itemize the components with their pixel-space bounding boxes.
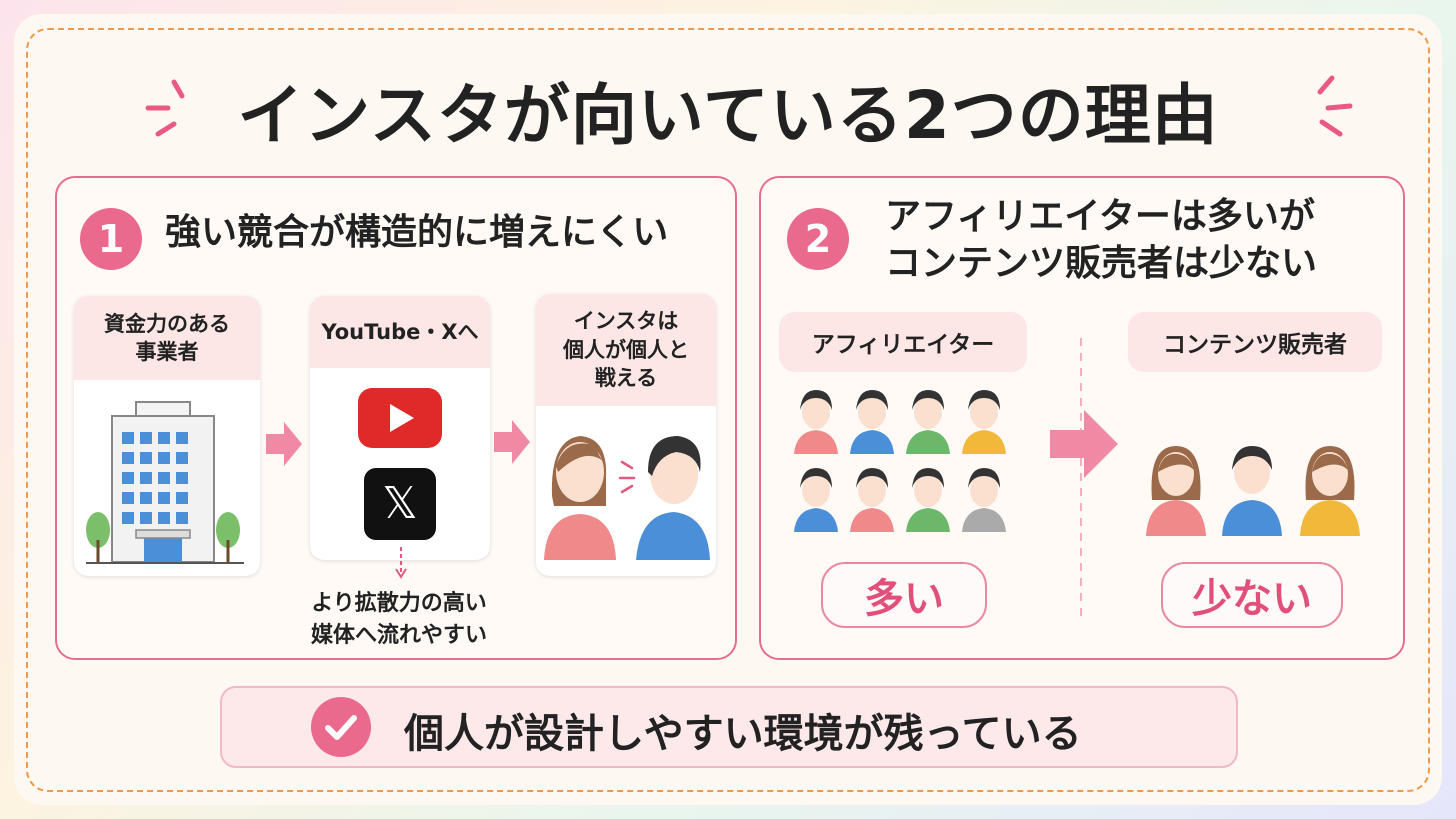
many-people-icon	[794, 390, 1006, 532]
step-individual-label-3: 戦える	[594, 366, 658, 391]
step-individual-label-2: 個人が個人と	[563, 337, 689, 362]
diffusion-note: より拡散力の高い 媒体へ流れやすい	[296, 588, 502, 652]
youtube-and-x-icons: 𝕏	[358, 388, 442, 540]
divider-line	[1080, 338, 1082, 618]
big-arrow-right-icon	[1050, 410, 1118, 478]
many-badge: 多い	[821, 562, 987, 628]
check-circle-icon	[311, 697, 371, 757]
step-company-card: 資金力のある 事業者	[74, 296, 260, 576]
conclusion-text: 個人が設計しやすい環境が残っている	[404, 711, 1082, 757]
reason1-heading: 強い競合が構造的に増えにくい	[165, 212, 669, 253]
sparkle-right-icon	[1317, 75, 1353, 137]
reason2-heading: アフィリエイターは多いが コンテンツ販売者は少ない	[885, 194, 1317, 288]
step-platform-label: YouTube・Xへ	[310, 296, 490, 368]
diffusion-note-line2: 媒体へ流れやすい	[310, 622, 487, 648]
sparkle-left-icon	[145, 79, 185, 137]
step-platform-card: YouTube・Xへ 𝕏	[310, 296, 490, 560]
dashed-down-arrow-icon	[395, 547, 407, 579]
content-seller-label: コンテンツ販売者	[1128, 312, 1382, 372]
reason2-heading-line1: アフィリエイターは多いが	[885, 196, 1315, 237]
step-company-label-2: 事業者	[135, 340, 199, 364]
few-badge: 少ない	[1161, 562, 1343, 628]
arrow-right-icon	[266, 422, 302, 466]
two-people-talking-icon	[544, 436, 710, 560]
affiliate-label: アフィリエイター	[779, 312, 1027, 372]
few-people-icon	[1146, 446, 1360, 536]
reason2-number-badge: 2	[787, 208, 849, 270]
diffusion-note-line1: より拡散力の高い	[311, 591, 487, 616]
reason2-heading-line2: コンテンツ販売者は少ない	[885, 242, 1318, 284]
x-logo-text: 𝕏	[382, 478, 417, 529]
step-company-label-1: 資金力のある	[104, 311, 230, 336]
arrow-right-icon-2	[494, 420, 530, 464]
x-logo-icon	[364, 468, 436, 540]
step-individual-label-1: インスタは	[573, 309, 679, 334]
step-individual-card: インスタは 個人が個人と 戦える	[536, 294, 716, 576]
dashed-frame	[26, 28, 1430, 792]
page-title: インスタが向いている2つの理由	[237, 77, 1219, 154]
reason1-number-badge: 1	[80, 208, 142, 270]
office-building-icon	[86, 401, 244, 564]
conclusion-box	[220, 686, 1238, 768]
